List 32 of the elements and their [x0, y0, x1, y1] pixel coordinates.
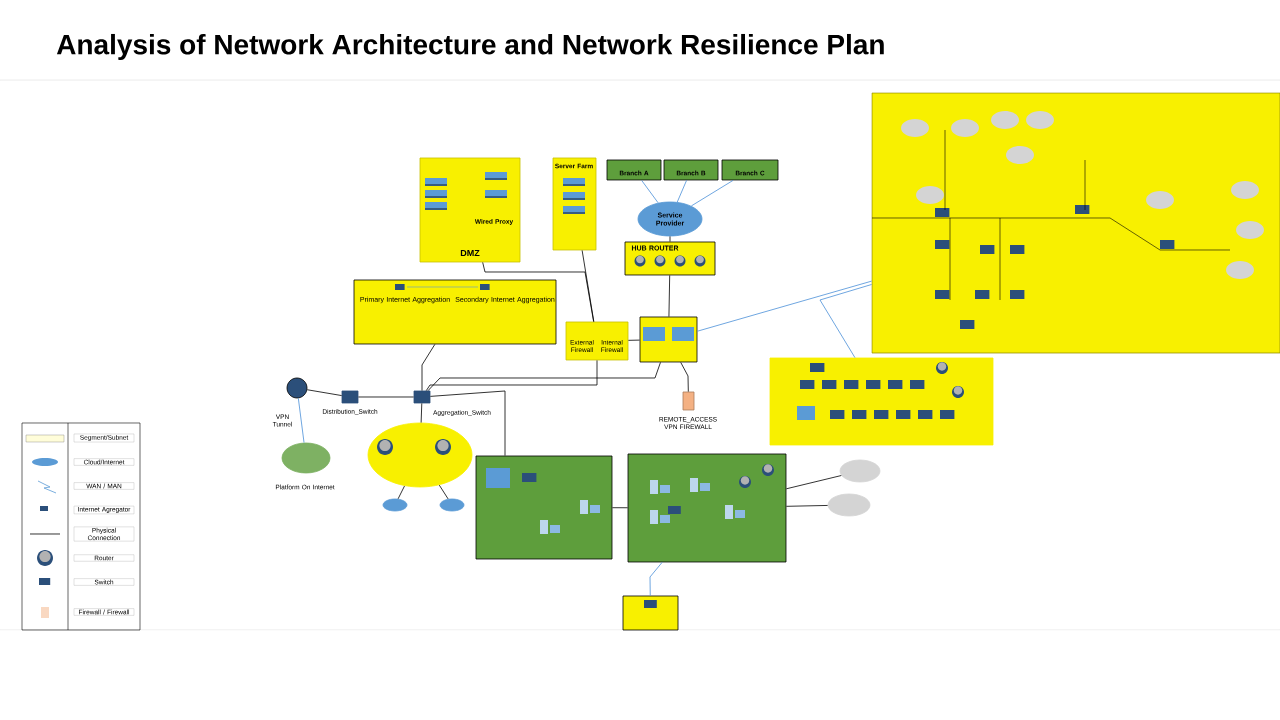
connector	[482, 262, 595, 322]
router-icon	[286, 377, 308, 399]
node-label: DMZ	[460, 249, 480, 257]
connector	[786, 475, 842, 490]
connector	[680, 362, 689, 392]
connector	[819, 284, 872, 358]
connector	[297, 397, 305, 444]
connector	[641, 180, 659, 204]
connector	[786, 505, 828, 507]
connector	[430, 390, 506, 456]
connector	[425, 360, 598, 391]
connector	[420, 403, 423, 423]
connector	[358, 396, 414, 398]
connector	[421, 344, 436, 391]
cloud	[439, 498, 465, 512]
cloud	[839, 459, 881, 483]
cloud	[382, 498, 408, 512]
connector	[668, 275, 671, 317]
connector	[649, 562, 663, 596]
connector	[438, 484, 449, 500]
connector	[690, 180, 734, 207]
title: Analysis of Network Architecture and Network Resilience Plan	[56, 33, 884, 61]
cloud	[827, 493, 871, 517]
connector	[427, 362, 661, 391]
connector	[697, 280, 872, 332]
connector	[628, 339, 640, 341]
connector	[581, 250, 595, 322]
connector	[397, 485, 405, 500]
connector	[669, 236, 671, 242]
connector	[306, 389, 342, 396]
connector	[612, 507, 628, 509]
connector	[676, 180, 687, 203]
